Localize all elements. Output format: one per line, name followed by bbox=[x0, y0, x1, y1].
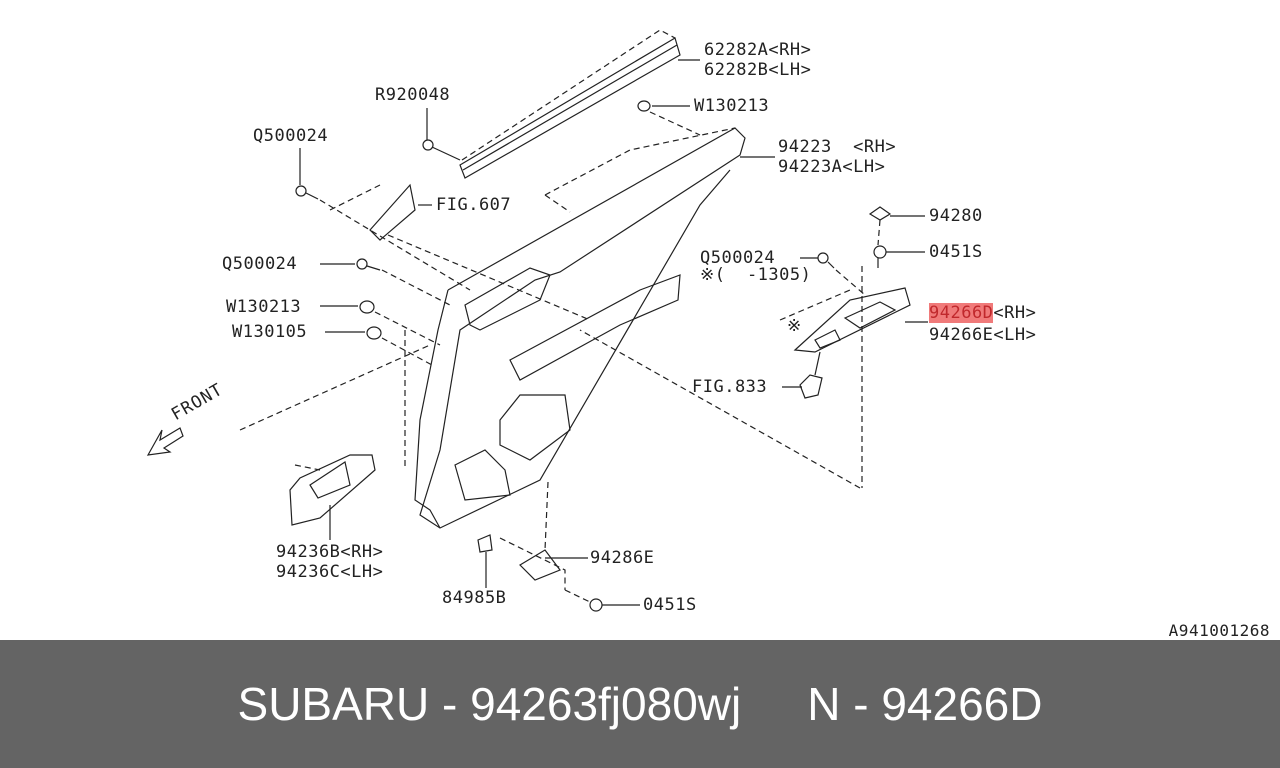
weatherstrip-part bbox=[459, 29, 700, 179]
label-w130213-top: W130213 bbox=[694, 96, 770, 116]
parts-diagram: 62282A<RH> 62282B<LH> R920048 W130213 94… bbox=[146, 29, 1270, 640]
label-q500024-note: ※( -1305) bbox=[700, 265, 812, 285]
note-mark: ※ bbox=[787, 316, 802, 336]
label-fig607: FIG.607 bbox=[436, 195, 512, 215]
label-q500024-a: Q500024 bbox=[253, 126, 329, 146]
clip-r920048 bbox=[422, 108, 461, 161]
label-94223: 94223 <RH> bbox=[778, 137, 897, 157]
label-94286e: 94286E bbox=[590, 548, 655, 568]
label-q500024-c: Q500024 bbox=[700, 248, 776, 268]
screw-q500024-b bbox=[320, 258, 451, 306]
label-94236b: 94236B<RH> bbox=[276, 542, 384, 562]
label-r920048: R920048 bbox=[375, 85, 451, 105]
label-84985b: 84985B bbox=[442, 588, 507, 608]
bracket-94286e bbox=[477, 481, 640, 612]
label-fig833: FIG.833 bbox=[692, 377, 768, 397]
connector-fig833 bbox=[782, 351, 823, 399]
label-94266e-lh: 94266E<LH> bbox=[929, 325, 1037, 345]
label-94223a: 94223A<LH> bbox=[778, 157, 886, 177]
part-banner: SUBARU - 94263fj080wj N - 94266D bbox=[0, 640, 1280, 768]
switch-panel-94266d bbox=[579, 266, 928, 489]
label-w130105: W130105 bbox=[232, 322, 308, 342]
screw-q500024-a bbox=[295, 148, 471, 291]
brand-part-number: SUBARU - 94263fj080wj bbox=[237, 678, 742, 730]
label-62282a: 62282A<RH> bbox=[704, 40, 812, 60]
label-94280: 94280 bbox=[929, 206, 983, 226]
clip-94280 bbox=[868, 206, 925, 268]
label-w130213-left: W130213 bbox=[226, 297, 302, 317]
label-0451s-bottom: 0451S bbox=[643, 595, 697, 615]
clip-w130213-top bbox=[637, 100, 701, 136]
armrest-cover-94236 bbox=[239, 344, 431, 540]
label-62282b: 62282B<LH> bbox=[704, 60, 812, 80]
bracket-fig607 bbox=[329, 183, 432, 241]
highlighted-part-number: 94266D bbox=[929, 303, 994, 323]
diagram-part-number: N - 94266D bbox=[807, 678, 1043, 730]
screw-q500024-c bbox=[800, 252, 866, 296]
front-arrow-icon bbox=[146, 427, 184, 456]
leader-lines bbox=[387, 234, 591, 321]
label-94266d-rh: 94266D<RH> bbox=[929, 303, 1037, 323]
label-94236c: 94236C<LH> bbox=[276, 562, 384, 582]
label-q500024-b: Q500024 bbox=[222, 254, 298, 274]
door-trim-panel bbox=[414, 127, 775, 529]
clips-left bbox=[320, 300, 441, 470]
diagram-reference-code: A941001268 bbox=[1168, 621, 1270, 640]
exploded-view-drawing bbox=[146, 29, 928, 612]
label-0451s-top: 0451S bbox=[929, 242, 983, 262]
